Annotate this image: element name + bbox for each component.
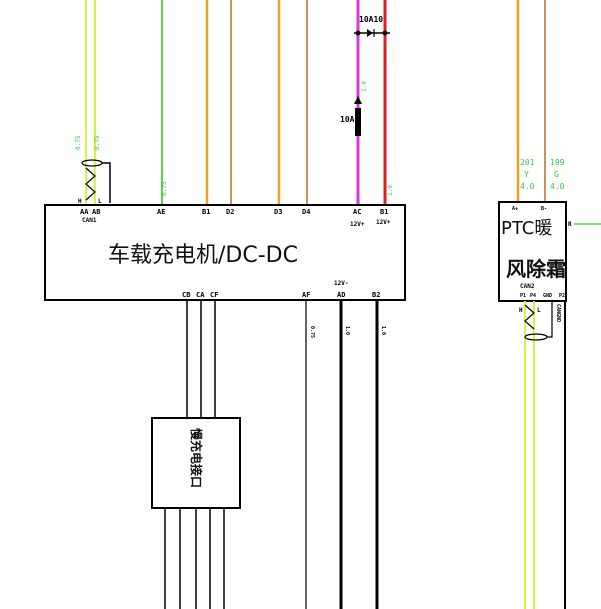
obc-pin-d3: D3 [274, 208, 282, 216]
ptc-title-line1: PTC暖 [501, 218, 552, 239]
ptc-wire-size-1: 4.0 [520, 182, 535, 191]
ptc-pin-p2: P2 [559, 293, 565, 299]
obc-pin-cf: CF [210, 291, 218, 299]
twisted-pair-can1 [85, 167, 96, 201]
obc-pin-ab: AB [92, 208, 100, 216]
ptc-top-pin-2: B- [541, 206, 547, 212]
slow-charge-port-box [151, 417, 241, 509]
ptc-shield [547, 301, 553, 338]
ptc-twisted-pair [524, 304, 535, 330]
obc-pin-d2: D2 [226, 208, 234, 216]
svg-text:1.0: 1.0 [361, 81, 368, 92]
svg-text:0.75: 0.75 [161, 181, 168, 196]
ptc-box [498, 201, 567, 302]
ptc-wire-code-199: 199 [550, 158, 565, 167]
obc-pin-ca: CA [196, 291, 205, 299]
ptc-gnd-label: GND [543, 293, 552, 299]
obc-box [44, 204, 406, 301]
fuse-10a-body [355, 108, 361, 136]
slow-charge-port-title: 慢充电接口 [189, 428, 204, 488]
obc-b1-12v: 12V+ [376, 219, 391, 226]
twisted-pair-shield [102, 162, 111, 203]
ptc-cangnd-label: CANGND [555, 304, 561, 322]
svg-text:1.0: 1.0 [387, 185, 394, 196]
ptc-twisted-pair-ring [524, 333, 548, 341]
obc-pin-ac: AC [353, 208, 361, 216]
svg-text:0.75: 0.75 [75, 135, 82, 150]
svg-text:0.75: 0.75 [94, 135, 101, 150]
ptc-title-line2: 风除霜 [506, 257, 566, 281]
obc-pin-ad: AD [337, 291, 345, 299]
obc-pin-b1a: B1 [202, 208, 210, 216]
obc-pin-cb: CB [182, 291, 190, 299]
ptc-top-pin-1: A+ [512, 206, 518, 212]
fuse-10a10-label: 10A10 [359, 15, 383, 24]
obc-ad-12v-minus: 12V- [334, 280, 348, 287]
ptc-wire-code-201: 201 [520, 158, 535, 167]
obc-ac-12v: 12V+ [350, 221, 365, 228]
svg-text:1.0: 1.0 [380, 326, 386, 335]
obc-pin-ae: AE [157, 208, 165, 216]
ptc-pin-r: R [568, 221, 572, 228]
fuse-10a-label: 10A [340, 115, 355, 124]
obc-pin-b1b: B1 [380, 208, 388, 216]
ptc-wire-color-g: G [554, 170, 559, 179]
obc-can1-label: CAN1 [82, 217, 97, 224]
ptc-side-l: L [537, 307, 541, 314]
svg-text:1.0: 1.0 [344, 326, 350, 335]
ptc-pin-p1: P1 [520, 293, 526, 299]
ptc-pin-p4: P4 [530, 293, 536, 299]
obc-pin-af: AF [302, 291, 310, 299]
svg-text:0.75: 0.75 [309, 326, 315, 338]
obc-pin-aa: AA [80, 208, 89, 216]
ptc-wire-size-2: 4.0 [550, 182, 565, 191]
obc-pin-h-side: H [78, 198, 82, 205]
ptc-side-h: H [519, 307, 523, 314]
obc-pin-d4: D4 [302, 208, 310, 216]
obc-title: 车载充电机/DC-DC [108, 243, 298, 268]
ptc-wire-color-y: Y [524, 170, 529, 179]
obc-pin-l-side: L [98, 198, 102, 205]
obc-pin-b2: B2 [372, 291, 380, 299]
ptc-can2-label: CAN2 [520, 283, 535, 290]
